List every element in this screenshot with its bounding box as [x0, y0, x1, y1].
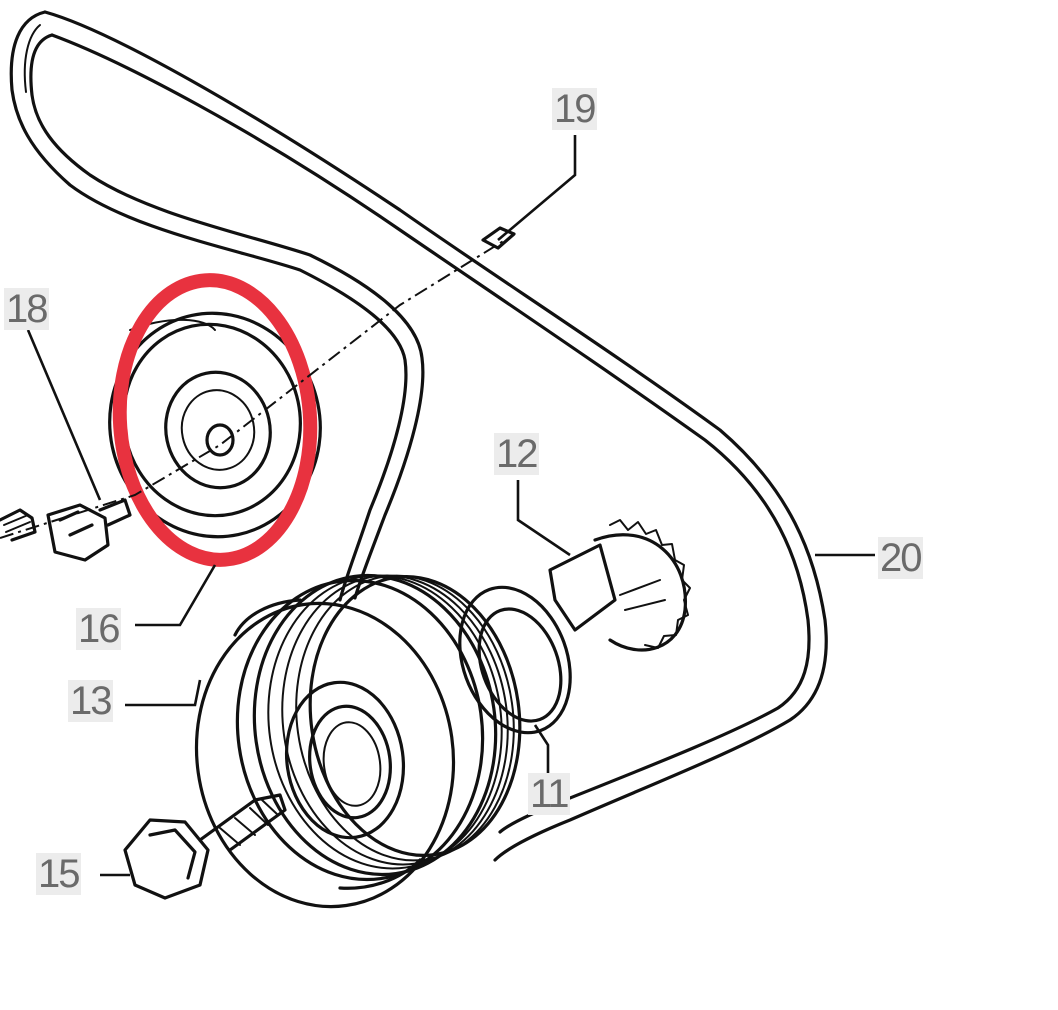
leader-lines: [26, 135, 875, 877]
part-label-20: 20: [878, 536, 923, 580]
idler-bolt: [0, 498, 132, 562]
crank-sprocket: [548, 519, 691, 652]
part-label-19: 19: [552, 87, 597, 131]
crankshaft-pulley: [194, 573, 522, 909]
drive-belt: [9, 10, 828, 862]
clip-part: [481, 226, 516, 250]
spacer-ring: [458, 585, 572, 735]
part-label-16: 16: [76, 607, 121, 651]
part-label-15: 15: [36, 852, 81, 896]
part-label-12: 12: [494, 432, 539, 476]
idler-pulley: [108, 311, 322, 539]
part-label-18: 18: [4, 287, 49, 331]
highlight-circle: [112, 273, 318, 567]
part-label-11: 11: [528, 772, 570, 816]
part-label-13: 13: [68, 679, 113, 723]
crank-bolt: [123, 793, 287, 900]
